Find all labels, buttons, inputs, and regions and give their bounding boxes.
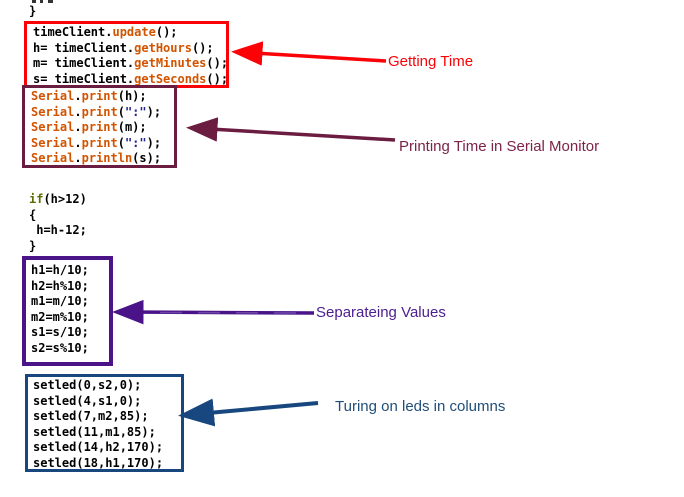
- code-line: {: [29, 208, 87, 224]
- code-line: s1=s/10;: [31, 325, 109, 341]
- code-line: Serial.print(m);: [31, 120, 174, 136]
- code-segment: setled(18,h1,170);: [33, 455, 164, 470]
- code-segment: s1=s/10;: [31, 325, 89, 340]
- code-segment: ();: [155, 25, 178, 39]
- code-segment: ();: [191, 40, 214, 55]
- code-line: Serial.print(h);: [31, 89, 174, 105]
- code-segment: (: [117, 104, 125, 119]
- code-segment: m2=m%10;: [31, 309, 89, 324]
- code-segment: if: [29, 192, 44, 206]
- code-segment: getSeconds: [134, 71, 207, 86]
- code-segment: (h);: [117, 89, 147, 103]
- code-segment: ":": [124, 135, 147, 150]
- code-segment: setled(0,s2,0);: [33, 378, 142, 392]
- printing-time-arrow: [186, 117, 396, 142]
- code-segment: (s);: [132, 151, 162, 166]
- turning-leds-label: Turing on leds in columns: [335, 398, 506, 415]
- code-line: m1=m/10;: [31, 294, 109, 310]
- code-line: setled(11,m1,85);: [33, 425, 181, 441]
- getting-time-label: Getting Time: [388, 53, 474, 70]
- code-line: setled(18,h1,170);: [33, 456, 181, 472]
- code-segment: );: [146, 104, 162, 119]
- code-segment: s= timeClient.: [33, 71, 135, 86]
- code-segment: (m);: [117, 120, 147, 135]
- separating-values-label: Separateing Values: [316, 304, 446, 321]
- code-segment: h= timeClient.: [33, 40, 135, 55]
- code-segment: );: [146, 135, 162, 150]
- code-segment: print: [81, 104, 118, 119]
- separating-values-arrow-highlight: [159, 311, 306, 314]
- code-segment: ":": [124, 104, 147, 119]
- clipped-line-fragment: [40, 0, 43, 3]
- code-line: Serial.print(":");: [31, 105, 174, 121]
- code-segment: (h>12): [43, 192, 87, 206]
- code-line: if(h>12): [29, 192, 87, 208]
- closing-brace-line: }: [29, 4, 37, 18]
- code-line: Serial.println(s);: [31, 151, 174, 167]
- code-segment: println: [81, 151, 133, 166]
- clipped-line-fragment: [32, 0, 36, 3]
- code-segment: print: [81, 135, 118, 150]
- code-line: h2=h%10;: [31, 279, 109, 295]
- code-segment: Serial: [31, 120, 75, 135]
- code-segment: s2=s%10;: [31, 340, 89, 355]
- code-segment: (: [117, 135, 125, 150]
- code-line: Serial.print(":");: [31, 136, 174, 152]
- code-segment: Serial: [31, 135, 75, 150]
- code-segment: m= timeClient.: [33, 56, 135, 71]
- code-segment: timeClient.: [33, 25, 113, 39]
- code-segment: .: [74, 120, 82, 135]
- code-segment: h2=h%10;: [31, 278, 89, 293]
- serial-print-code-box: Serial.print(h);Serial.print(":");Serial…: [22, 85, 177, 168]
- code-segment: }: [29, 238, 37, 253]
- code-segment: m1=m/10;: [31, 294, 89, 309]
- code-segment: Serial: [31, 151, 75, 166]
- code-segment: h1=h/10;: [31, 263, 89, 277]
- setled-code-box: setled(0,s2,0);setled(4,s1,0);setled(7,m…: [25, 374, 184, 472]
- code-segment: Serial: [31, 89, 75, 103]
- code-segment: setled(11,m1,85);: [33, 424, 156, 439]
- code-line: h= timeClient.getHours();: [33, 41, 226, 57]
- code-line: timeClient.update();: [33, 25, 226, 41]
- code-segment: {: [29, 207, 37, 222]
- code-segment: print: [81, 89, 118, 103]
- code-segment: h=h-12;: [29, 223, 87, 238]
- code-line: }: [29, 239, 87, 255]
- code-segment: setled(7,m2,85);: [33, 409, 149, 424]
- separating-values-code-box: h1=h/10;h2=h%10;m1=m/10;m2=m%10;s1=s/10;…: [22, 256, 113, 366]
- turning-leds-arrow: [178, 398, 319, 427]
- code-line: setled(7,m2,85);: [33, 409, 181, 425]
- code-segment: .: [74, 135, 82, 150]
- code-segment: ();: [206, 56, 229, 71]
- code-segment: setled(14,h2,170);: [33, 440, 164, 455]
- code-segment: ();: [206, 71, 229, 86]
- code-segment: getMinutes: [134, 56, 207, 71]
- code-segment: setled(4,s1,0);: [33, 393, 142, 408]
- code-segment: Serial: [31, 104, 75, 119]
- code-segment: getHours: [134, 40, 192, 55]
- code-segment: update: [112, 25, 156, 39]
- getting-time-arrow: [231, 41, 387, 66]
- printing-time-label: Printing Time in Serial Monitor: [399, 138, 600, 155]
- code-line: h1=h/10;: [31, 263, 109, 279]
- code-line: setled(4,s1,0);: [33, 394, 181, 410]
- code-segment: .: [74, 89, 82, 103]
- code-line: setled(0,s2,0);: [33, 378, 181, 394]
- code-line: h=h-12;: [29, 223, 87, 239]
- code-segment: .: [74, 104, 82, 119]
- code-line: s2=s%10;: [31, 341, 109, 357]
- code-segment: print: [81, 120, 118, 135]
- code-segment: .: [74, 151, 82, 166]
- clipped-line-fragment: [48, 0, 53, 3]
- code-line: m= timeClient.getMinutes();: [33, 56, 229, 72]
- getting-time-code-box: timeClient.update();h= timeClient.getHou…: [24, 21, 229, 88]
- code-line: m2=m%10;: [31, 310, 109, 326]
- separating-values-arrow: [112, 299, 315, 325]
- code-line: s= timeClient.getSeconds();: [33, 71, 229, 88]
- code-line: setled(14,h2,170);: [33, 440, 181, 456]
- if-block-code: if(h>12){ h=h-12;}: [29, 192, 87, 254]
